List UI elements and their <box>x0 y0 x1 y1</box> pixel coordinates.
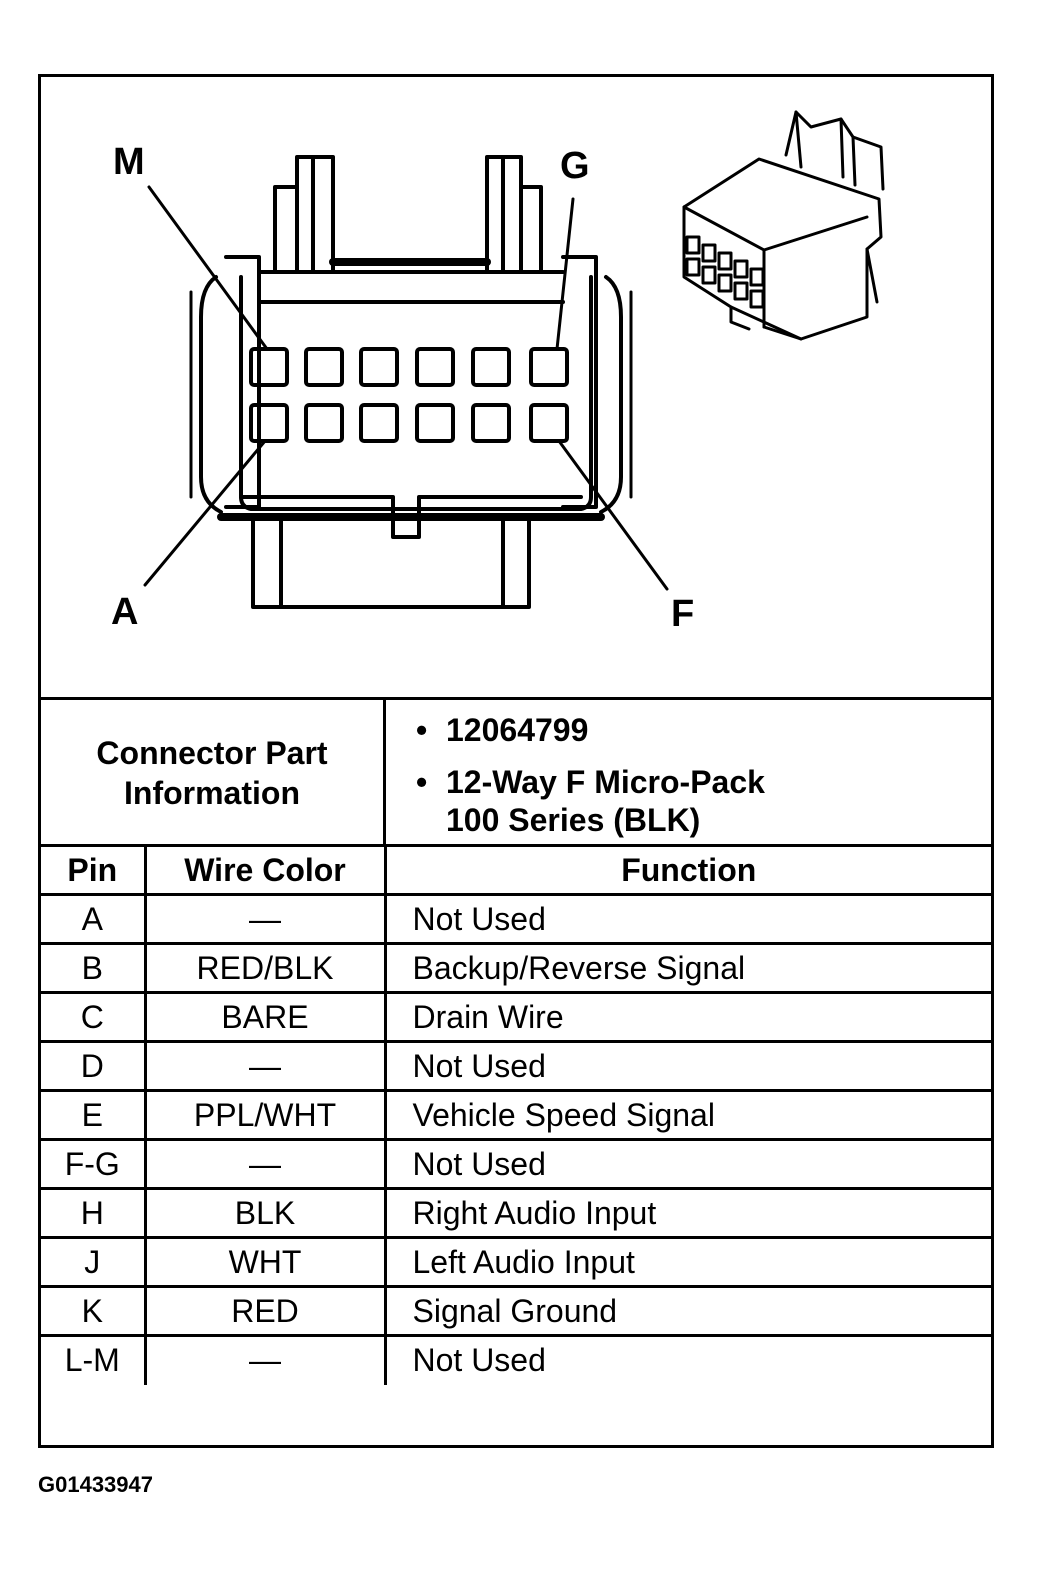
leader-line-m <box>147 185 269 351</box>
cell-pin: E <box>41 1089 147 1141</box>
cell-function: Vehicle Speed Signal <box>383 1089 991 1141</box>
table-row: D — Not Used <box>41 1040 991 1092</box>
cell-function: Backup/Reverse Signal <box>383 942 991 994</box>
cell-function: Left Audio Input <box>383 1236 991 1288</box>
cell-pin: H <box>41 1187 147 1239</box>
part-number-line: • 12064799 <box>416 712 589 749</box>
cell-wire-color: — <box>143 1040 387 1092</box>
bullet-icon: • <box>416 764 428 800</box>
cell-wire-color: BARE <box>143 991 387 1043</box>
cell-pin: B <box>41 942 147 994</box>
cell-wire-color: — <box>143 1138 387 1190</box>
cell-wire-color: — <box>143 893 387 945</box>
cell-function: Not Used <box>383 1138 991 1190</box>
cell-function: Drain Wire <box>383 991 991 1043</box>
cell-wire-color: WHT <box>143 1236 387 1288</box>
label-pin-m: M <box>113 141 145 183</box>
header-pin: Pin <box>41 844 147 896</box>
header-wire-color: Wire Color <box>143 844 387 896</box>
cell-pin: A <box>41 893 147 945</box>
cell-pin: D <box>41 1040 147 1092</box>
table-row: B RED/BLK Backup/Reverse Signal <box>41 942 991 994</box>
part-number: 12064799 <box>446 712 589 748</box>
leader-line-f <box>557 439 669 591</box>
cell-pin: C <box>41 991 147 1043</box>
table-row: J WHT Left Audio Input <box>41 1236 991 1288</box>
connector-iso-view <box>682 110 885 341</box>
cell-function: Right Audio Input <box>383 1187 991 1239</box>
connector-face-drawing <box>143 110 885 609</box>
figure-code: G01433947 <box>38 1472 153 1497</box>
bullet-icon: • <box>416 712 428 748</box>
table-row: E PPL/WHT Vehicle Speed Signal <box>41 1089 991 1141</box>
cell-wire-color: RED <box>143 1285 387 1337</box>
diagram-frame: M G A F Connector Part Information • 120… <box>38 74 994 1448</box>
description-line-2: 100 Series (BLK) <box>446 802 700 839</box>
label-pin-g: G <box>560 145 590 187</box>
cell-wire-color: — <box>143 1334 387 1385</box>
connector-part-info-label: Connector Part Information <box>41 700 386 845</box>
connector-part-info-row: Connector Part Information • 12064799 • … <box>41 697 991 845</box>
description-line2: 100 Series (BLK) <box>446 802 701 838</box>
table-row: A — Not Used <box>41 893 991 945</box>
table-row: C BARE Drain Wire <box>41 991 991 1043</box>
info-label-line1: Connector Part <box>96 734 328 771</box>
connector-part-info-details: • 12064799 • 12-Way F Micro-Pack 100 Ser… <box>386 700 991 845</box>
table-row: L-M — Not Used <box>41 1334 991 1385</box>
table-row: K RED Signal Ground <box>41 1285 991 1337</box>
cell-function: Signal Ground <box>383 1285 991 1337</box>
cell-wire-color: PPL/WHT <box>143 1089 387 1141</box>
cell-function: Not Used <box>383 1040 991 1092</box>
cell-function: Not Used <box>383 893 991 945</box>
cell-pin: J <box>41 1236 147 1288</box>
cell-function: Not Used <box>383 1334 991 1385</box>
description-line: • 12-Way F Micro-Pack <box>416 764 765 801</box>
table-header-row: Pin Wire Color Function <box>41 844 991 896</box>
table-row: H BLK Right Audio Input <box>41 1187 991 1239</box>
cell-wire-color: BLK <box>143 1187 387 1239</box>
label-pin-f: F <box>671 593 695 635</box>
pin-table: Pin Wire Color Function A — Not Used B R… <box>41 844 991 1385</box>
label-pin-a: A <box>111 591 139 633</box>
header-function: Function <box>383 844 991 896</box>
connector-diagram: M G A F <box>41 77 991 697</box>
leader-line-a <box>143 439 267 587</box>
info-label-line2: Information <box>124 774 300 811</box>
description-line1: 12-Way F Micro-Pack <box>446 764 765 800</box>
leader-line-g <box>555 197 575 351</box>
cell-pin: F-G <box>41 1138 147 1190</box>
cell-pin: K <box>41 1285 147 1337</box>
table-row: F-G — Not Used <box>41 1138 991 1190</box>
cell-pin: L-M <box>41 1334 147 1385</box>
cell-wire-color: RED/BLK <box>143 942 387 994</box>
